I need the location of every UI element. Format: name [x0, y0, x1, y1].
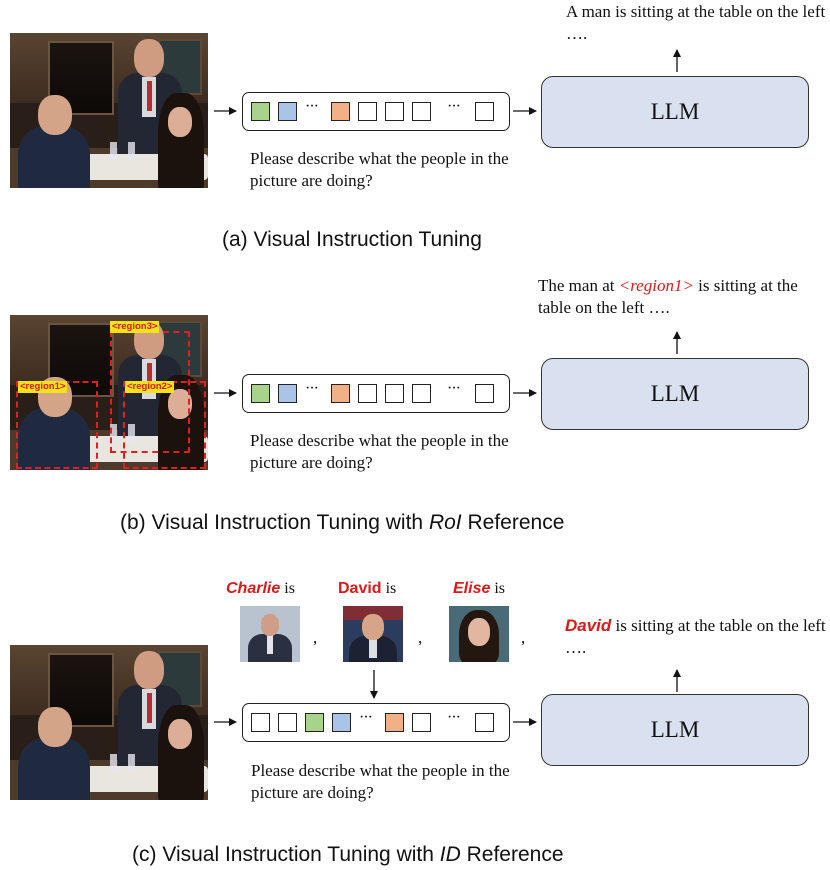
id-token: [251, 713, 270, 732]
id-label-elise: Elise is: [453, 580, 505, 598]
text-token: [475, 384, 494, 403]
text-token: [412, 102, 431, 121]
region1-tag: <region1>: [18, 381, 68, 393]
output-suffix: is sitting at the table on the left ….: [538, 276, 798, 317]
text-token: [475, 713, 494, 732]
text-token: [475, 102, 494, 121]
scene-image: [10, 645, 208, 800]
visual-token: [305, 713, 324, 732]
caption-prefix: (c) Visual Instruction Tuning with: [132, 843, 434, 866]
token-ellipsis: ···: [305, 380, 319, 397]
separator-comma: ,: [418, 628, 423, 647]
caption-a: (a) Visual Instruction Tuning: [222, 228, 482, 251]
visual-token: [278, 384, 297, 403]
output-prefix: The man at: [538, 276, 615, 295]
visual-token: [332, 713, 351, 732]
id-photo-david: [343, 606, 403, 662]
token-ellipsis: ···: [447, 380, 461, 397]
text-token: [412, 384, 431, 403]
llm-label: LLM: [650, 99, 700, 124]
region3-tag: <region3>: [110, 321, 160, 333]
instruction-text: Please describe what the people in the p…: [251, 761, 510, 802]
visual-token: [251, 102, 270, 121]
id-suffix: is: [284, 580, 295, 597]
visual-token: [331, 384, 350, 403]
token-sequence: ··· ···: [242, 92, 510, 131]
instruction-text: Please describe what the people in the p…: [250, 431, 509, 472]
id-suffix: is: [494, 580, 506, 597]
text-token: [412, 713, 431, 732]
output-text: David is sitting at the table on the lef…: [565, 615, 827, 659]
visual-token: [251, 384, 270, 403]
scene-image-with-regions: <region3> <region1> <region2>: [10, 315, 208, 470]
token-ellipsis: ···: [447, 709, 461, 726]
token-sequence: ··· ···: [242, 703, 510, 742]
caption-suffix: Reference: [467, 511, 565, 534]
id-name: David: [338, 580, 382, 597]
separator-comma: ,: [313, 628, 318, 647]
text-token: [385, 102, 404, 121]
caption-emphasis: RoI: [428, 511, 462, 534]
text-token: [358, 102, 377, 121]
token-ellipsis: ···: [305, 98, 319, 115]
id-reference: David: [565, 616, 612, 635]
id-label-david: David is: [338, 580, 396, 598]
caption-suffix: Reference: [466, 843, 564, 866]
output-suffix: is sitting at the table on the left ….: [565, 616, 826, 657]
instruction-text: Please describe what the people in the p…: [250, 149, 509, 190]
caption-c: (c) Visual Instruction Tuning with ID Re…: [132, 843, 564, 867]
text-token: [358, 384, 377, 403]
output-text: The man at <region1> is sitting at the t…: [538, 275, 828, 319]
token-sequence: ··· ···: [242, 374, 510, 413]
id-name: Charlie: [226, 580, 281, 597]
token-ellipsis: ···: [447, 98, 461, 115]
llm-label: LLM: [650, 717, 700, 742]
token-ellipsis: ···: [359, 709, 373, 726]
region-reference: <region1>: [618, 276, 694, 295]
id-suffix: is: [385, 580, 397, 597]
id-photo-charlie: [240, 606, 300, 662]
region1-box: [16, 381, 98, 469]
region2-tag: <region2>: [125, 381, 175, 393]
llm-block: LLM: [541, 358, 809, 430]
id-token: [278, 713, 297, 732]
visual-token: [331, 102, 350, 121]
llm-block: LLM: [541, 694, 809, 766]
id-name: Elise: [453, 580, 491, 597]
separator-comma: ,: [521, 628, 526, 647]
output-text: A man is sitting at the table on the lef…: [566, 2, 826, 43]
caption-b: (b) Visual Instruction Tuning with RoI R…: [120, 511, 564, 535]
llm-block: LLM: [541, 76, 809, 148]
text-token: [385, 384, 404, 403]
caption-prefix: (b) Visual Instruction Tuning with: [120, 511, 424, 534]
caption-emphasis: ID: [439, 843, 461, 866]
id-label-charlie: Charlie is: [226, 580, 295, 598]
id-photo-elise: [449, 606, 509, 662]
region2-box: [123, 381, 206, 469]
llm-label: LLM: [650, 381, 700, 406]
visual-token: [278, 102, 297, 121]
visual-token: [385, 713, 404, 732]
scene-image: [10, 33, 208, 188]
